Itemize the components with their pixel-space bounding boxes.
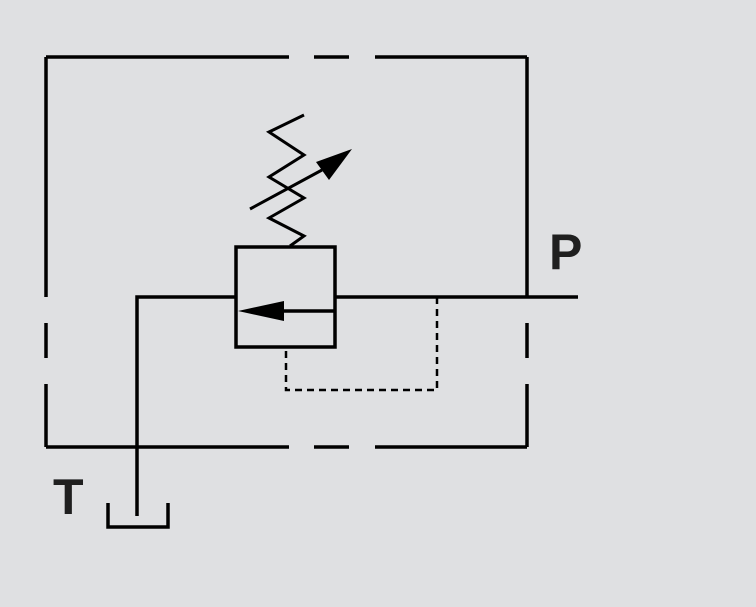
enclosure-boundary: [44, 55, 529, 449]
pilot-line: [284, 297, 439, 392]
adjustable-spring: [249, 113, 352, 248]
valve-body: [234, 245, 337, 349]
tank-symbol-icon: [106, 503, 170, 529]
adjustment-arrow-shaft: [249, 168, 323, 211]
port-label-t: T: [53, 469, 84, 525]
port-label-p: P: [549, 224, 582, 280]
adjustment-arrow-icon: [316, 149, 352, 180]
valve-envelope: [234, 245, 337, 349]
spring-icon: [265, 113, 307, 248]
tank-line: [135, 295, 236, 516]
flow-arrow-icon: [238, 301, 284, 321]
